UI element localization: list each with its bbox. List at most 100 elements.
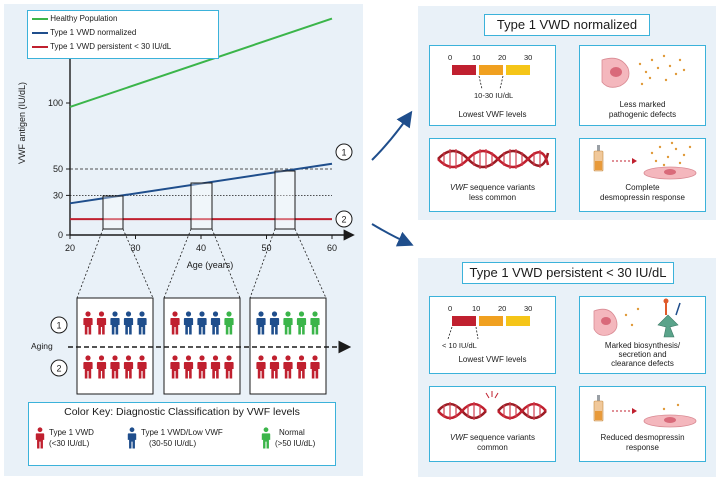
- p-desmo-caption-1: Reduced desmopressin: [600, 433, 685, 442]
- p-defects-caption-2: secretion and: [618, 350, 667, 359]
- x-tick-label-0: 20: [65, 243, 75, 253]
- normalized-levels-card: 0 10 20 30 10-30 IU/dL Lowest VWF levels: [429, 45, 556, 126]
- p-desmo-caption-2: response: [626, 443, 659, 452]
- left-panel: [4, 4, 363, 476]
- color-key: Color Key: Diagnostic Classification by …: [28, 402, 336, 466]
- levels-caption: Lowest VWF levels: [458, 110, 527, 119]
- normalized-variants-card: VWF sequence variants less common: [429, 138, 556, 212]
- defects-caption-2: pathogenic defects: [608, 110, 677, 119]
- aging-label: Aging: [31, 341, 53, 351]
- x-tick-label-3: 50: [261, 243, 271, 253]
- zoom-funnel-left-2: [249, 228, 276, 299]
- vwf-scale-persistent: [447, 316, 530, 340]
- p-variants-caption-2: common: [477, 443, 508, 452]
- p-variants-caption-1: VWF sequence variants: [430, 433, 555, 443]
- x-tick-label-1: 30: [130, 243, 140, 253]
- series-line-1: [69, 162, 333, 205]
- zoom-window-2: [274, 170, 296, 230]
- p-variants-gene: VWF: [450, 433, 468, 442]
- zoom-funnel-left-0: [76, 228, 104, 299]
- x-tick-label-4: 60: [327, 243, 337, 253]
- y-tick-label-0: 0: [58, 230, 63, 240]
- x-tick-label-2: 40: [196, 243, 206, 253]
- desmo-caption-1: Complete: [625, 183, 660, 192]
- key-label-normal: Normal: [279, 428, 305, 437]
- dna-icon: [437, 149, 550, 169]
- variants-caption-2: less common: [468, 193, 517, 202]
- scale-tick-20: 20: [498, 53, 507, 62]
- normalized-desmo-card: Complete desmopressin response: [579, 138, 706, 212]
- arrow-to-normalized: [371, 110, 413, 161]
- line-marker-circle-0: [335, 143, 353, 161]
- zoom-window-0: [102, 195, 124, 230]
- p-scale-tick-30: 30: [524, 304, 533, 313]
- person-icon-blue: [127, 427, 137, 449]
- key-range-normal: (>50 IU/dL): [275, 439, 316, 448]
- desmopressin-icon: [593, 141, 697, 180]
- row-marker-label-1: 2: [56, 364, 61, 374]
- row-marker-circle-1: [50, 359, 68, 377]
- p-scale-tick-0: 0: [448, 304, 453, 313]
- y-tick-label-2: 50: [53, 164, 63, 174]
- scale-tick-0: 0: [448, 53, 453, 62]
- y-tick-label-3: 100: [48, 98, 63, 108]
- scale-tick-30: 30: [524, 53, 533, 62]
- y-axis-label: VWF antigen (IU/dL): [17, 81, 27, 165]
- x-axis-label: Age (years): [186, 260, 234, 270]
- p-scale-tick-20: 20: [498, 304, 507, 313]
- persistent-title: Type 1 VWD persistent < 30 IU/dL: [462, 262, 674, 284]
- scale-note: 10-30 IU/dL: [474, 91, 514, 100]
- reference-lines: [70, 168, 332, 196]
- line-marker-label-0: 1: [341, 148, 346, 158]
- legend-label-persistent: Type 1 VWD persistent < 30 IU/dL: [50, 42, 172, 51]
- persistent-panel: Type 1 VWD persistent < 30 IU/dL 0 10 20…: [418, 258, 716, 477]
- chart-legend: Healthy Population Type 1 VWD normalized…: [27, 10, 219, 59]
- row-marker-circle-0: [50, 316, 68, 334]
- scale-tick-10: 10: [472, 53, 481, 62]
- p-variants-text: sequence variants: [467, 433, 535, 442]
- persistent-defects-card: Marked biosynthesis/ secretion and clear…: [579, 296, 706, 374]
- key-label-low: Type 1 VWD/Low VWF: [141, 428, 223, 437]
- key-label-type1: Type 1 VWD: [49, 428, 94, 437]
- defects-caption-1: Less marked: [619, 100, 666, 109]
- row-marker-label-0: 1: [56, 321, 61, 331]
- series-line-0: [69, 17, 333, 108]
- legend-item-normalized: Type 1 VWD normalized: [32, 28, 136, 37]
- vwf-scale: [452, 65, 530, 90]
- p-defects-caption-1: Marked biosynthesis/: [604, 341, 681, 350]
- zoom-funnel-right-2: [294, 228, 327, 299]
- magnifier-boxes: 12: [50, 170, 352, 395]
- p-defects-caption-3: clearance defects: [611, 359, 674, 368]
- cell-secretion-icon: [601, 54, 686, 88]
- legend-item-persistent: Type 1 VWD persistent < 30 IU/dL: [32, 42, 171, 51]
- y-tick-label-1: 30: [53, 190, 63, 200]
- legend-item-healthy: Healthy Population: [32, 14, 117, 23]
- legend-label-healthy: Healthy Population: [50, 14, 118, 23]
- key-range-low: (30-50 IU/dL): [149, 439, 197, 448]
- arrow-to-persistent: [371, 223, 414, 247]
- p-scale-tick-10: 10: [472, 304, 481, 313]
- zoom-funnel-right-0: [122, 228, 154, 299]
- color-key-title: Color Key: Diagnostic Classification by …: [64, 406, 300, 418]
- zoom-funnel-left-1: [163, 228, 192, 299]
- normalized-defects-card: Less marked pathogenic defects: [579, 45, 706, 126]
- line-marker-label-1: 2: [341, 215, 346, 225]
- variants-caption-1: VWF sequence variants: [430, 183, 555, 193]
- zoom-funnel-right-1: [211, 228, 241, 299]
- clearance-icon: [593, 298, 681, 338]
- persistent-levels-card: 0 10 20 30 < 10 IU/dL Lowest VWF levels: [429, 296, 556, 374]
- persistent-variants-card: VWF sequence variants common: [429, 386, 556, 462]
- person-icon-red: [35, 427, 45, 449]
- zoom-window-1: [190, 182, 213, 230]
- desmo-caption-2: desmopressin response: [600, 193, 685, 202]
- persistent-desmo-card: Reduced desmopressin response: [579, 386, 706, 462]
- normalized-title: Type 1 VWD normalized: [484, 14, 650, 36]
- chart-series: [69, 17, 333, 221]
- key-range-type1: (<30 IU/dL): [49, 439, 90, 448]
- person-icon-green: [261, 427, 271, 449]
- variants-text: sequence variants: [467, 183, 535, 192]
- dna-broken-icon: [437, 391, 547, 420]
- legend-label-normalized: Type 1 VWD normalized: [50, 28, 137, 37]
- p-scale-note: < 10 IU/dL: [442, 341, 477, 350]
